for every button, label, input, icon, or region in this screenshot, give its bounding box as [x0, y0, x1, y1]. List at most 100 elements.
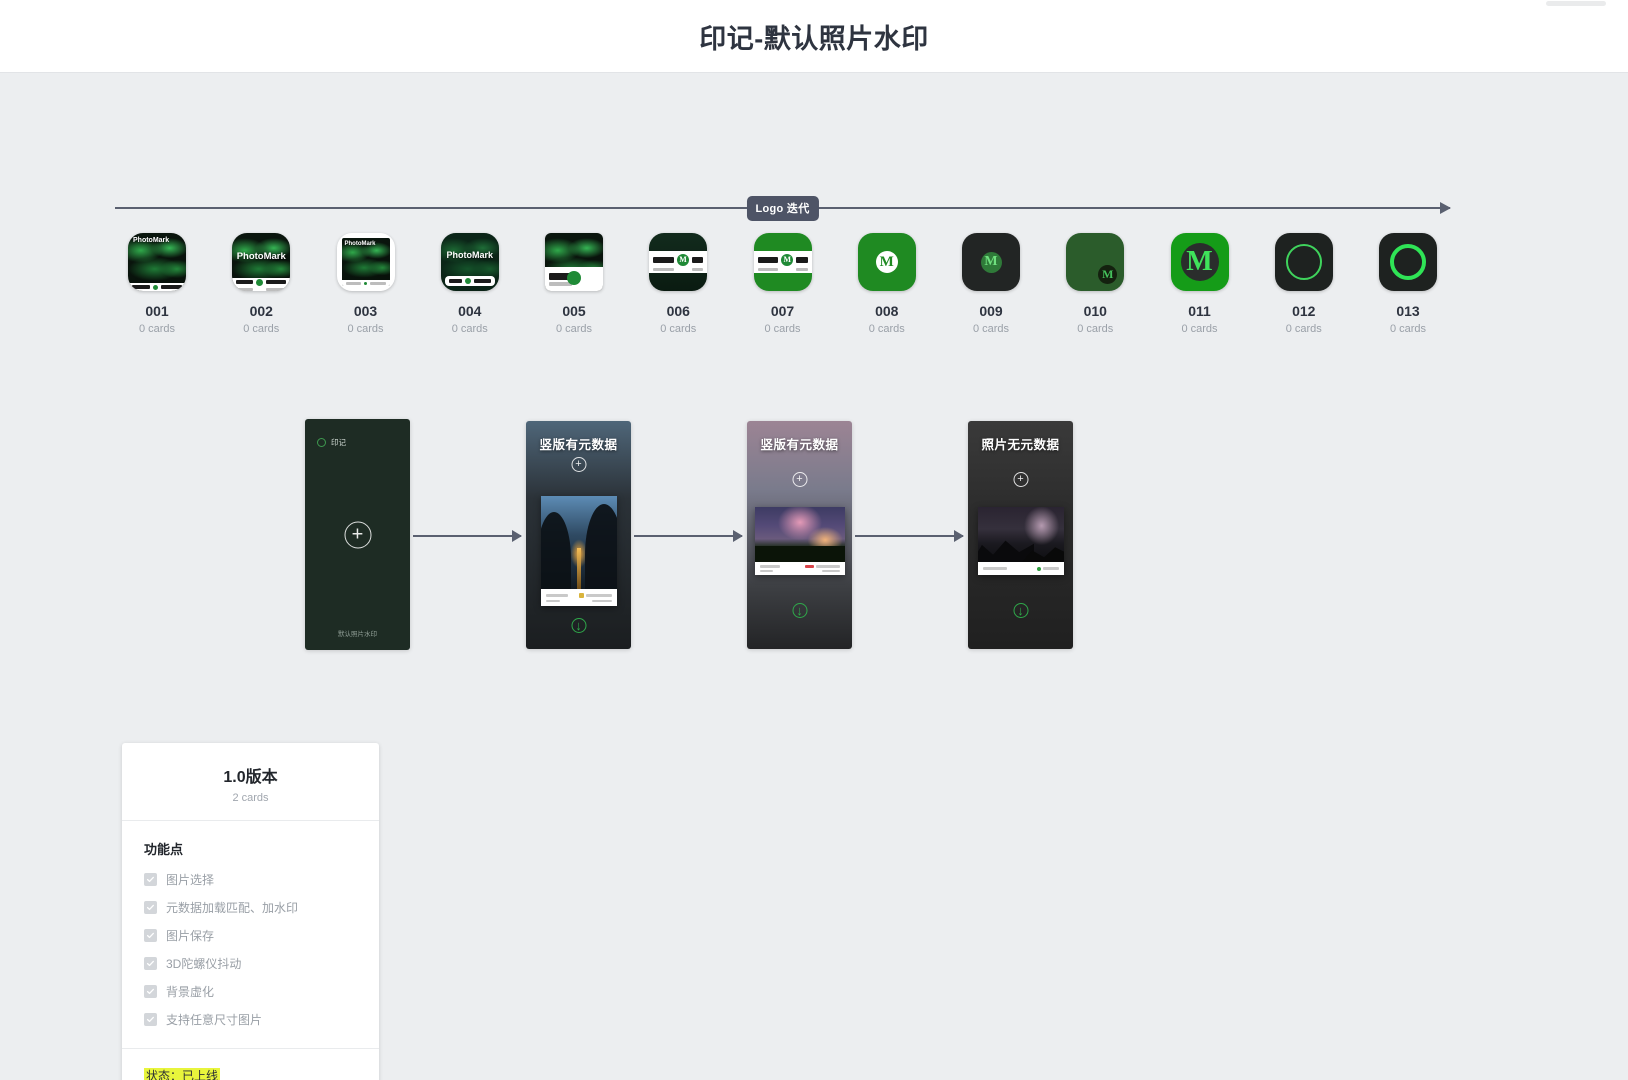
logo-cards-010: 0 cards	[1077, 323, 1114, 335]
download-icon[interactable]: ↓	[792, 603, 807, 618]
logo-tile-008[interactable]: M	[857, 233, 916, 291]
app-header: 印记-默认照片水印	[0, 0, 1628, 72]
checkbox-checked-icon[interactable]	[144, 873, 157, 886]
feature-label: 支持任意尺寸图片	[166, 1013, 263, 1027]
logo-name-004: 004	[458, 303, 482, 319]
feature-item[interactable]: 背景虚化	[144, 983, 357, 1000]
logo-cards-007: 0 cards	[764, 323, 801, 335]
logo-tile-010[interactable]: M	[1066, 233, 1125, 291]
logo-tile-001[interactable]: PhotoMark	[128, 233, 186, 291]
ring-icon	[1390, 244, 1426, 280]
flow-arrow-3	[855, 530, 964, 542]
logo-wordmark-003: PhotoMark	[344, 241, 376, 247]
flow-screen-portrait-meta-2[interactable]: 竖版有元数据 +	[747, 421, 852, 649]
logo-tile-005[interactable]	[545, 233, 603, 291]
checkbox-checked-icon[interactable]	[144, 985, 157, 998]
home-footer-label: 默认照片水印	[338, 631, 377, 638]
logo-item-007[interactable]: M 007 0 cards	[741, 233, 825, 335]
logo-item-001[interactable]: PhotoMark 001 0 cards	[115, 233, 199, 335]
logo-tile-002[interactable]: PhotoMark	[232, 233, 291, 291]
logo-item-005[interactable]: 005 0 cards	[532, 233, 616, 335]
logo-cards-003: 0 cards	[347, 323, 384, 335]
checkbox-checked-icon[interactable]	[144, 1013, 157, 1026]
logo-tile-004[interactable]: PhotoMark	[440, 233, 499, 291]
logo-name-008: 008	[875, 303, 899, 319]
logo-item-009[interactable]: M 009 0 cards	[949, 233, 1033, 335]
feature-label: 背景虚化	[166, 985, 215, 999]
logo-name-013: 013	[1396, 303, 1420, 319]
logo-cards-011: 0 cards	[1181, 323, 1218, 335]
plus-icon[interactable]: +	[1013, 472, 1028, 487]
watermark-bar	[545, 267, 603, 291]
status-badge: 状态：已上线	[144, 1068, 221, 1080]
feature-item[interactable]: 元数据加载匹配、加水印	[144, 899, 357, 916]
screen-title: 照片无元数据	[981, 438, 1060, 452]
logo-name-005: 005	[562, 303, 586, 319]
logo-name-007: 007	[770, 303, 795, 319]
logo-tile-003[interactable]: PhotoMark	[336, 233, 395, 291]
logo-item-006[interactable]: M 006 0 cards	[636, 233, 720, 335]
version-cards-count: 2 cards	[232, 792, 269, 804]
m-badge-icon: M	[875, 251, 898, 273]
home-brand-label: 印记	[331, 438, 346, 447]
watermark-bar	[444, 276, 495, 286]
app-flow-section: 印记 + 默认照片水印 竖版有元数据 +	[0, 73, 1628, 1080]
plus-icon[interactable]: +	[344, 521, 371, 548]
logo-item-003[interactable]: PhotoMark 003 0 cards	[324, 233, 408, 335]
plus-icon[interactable]: +	[571, 457, 586, 472]
feature-list-section: 功能点 图片选择 元数据加载匹配、加水印 图片保存	[122, 821, 379, 1049]
photo-metadata-bar	[755, 562, 845, 575]
m-badge-icon: M	[677, 253, 690, 266]
logo-name-009: 009	[979, 303, 1003, 319]
checkbox-checked-icon[interactable]	[144, 957, 157, 970]
logo-item-012[interactable]: 012 0 cards	[1262, 233, 1346, 335]
board-canvas[interactable]: Logo 迭代 PhotoMark 001 0 cards	[0, 72, 1628, 1080]
logo-tile-012[interactable]	[1274, 233, 1333, 291]
feature-item[interactable]: 支持任意尺寸图片	[144, 1011, 357, 1028]
logo-name-003: 003	[353, 303, 378, 319]
version-card[interactable]: 1.0版本 2 cards 功能点 图片选择 元数据加载匹配、加水印	[122, 743, 379, 1080]
flow-arrow-1	[413, 530, 522, 542]
logo-name-001: 001	[145, 303, 169, 319]
plus-icon[interactable]: +	[792, 472, 807, 487]
leaf-artwork	[341, 238, 390, 286]
logo-item-010[interactable]: M 010 0 cards	[1053, 233, 1137, 335]
m-badge-icon: M	[980, 251, 1002, 273]
logo-item-004[interactable]: PhotoMark 004 0 cards	[428, 233, 512, 335]
feature-item[interactable]: 图片选择	[144, 871, 357, 888]
flow-arrow-2	[634, 530, 743, 542]
logo-tile-013[interactable]	[1379, 233, 1437, 291]
flow-screen-no-meta[interactable]: 照片无元数据 + ↓	[968, 421, 1073, 649]
logo-item-002[interactable]: PhotoMark 002	[219, 233, 303, 335]
m-badge-icon: M	[1098, 265, 1118, 284]
feature-item[interactable]: 3D陀螺仪抖动	[144, 955, 357, 972]
logo-tile-009[interactable]: M	[962, 233, 1020, 291]
version-card-header: 1.0版本 2 cards	[122, 743, 379, 821]
screen-title: 竖版有元数据	[760, 438, 839, 452]
checkbox-checked-icon[interactable]	[144, 901, 157, 914]
brand-ring-icon	[317, 438, 326, 447]
flow-screen-portrait-meta-1[interactable]: 竖版有元数据 +	[526, 421, 631, 649]
download-icon[interactable]: ↓	[1013, 603, 1028, 618]
watermark-bar	[341, 280, 390, 286]
logo-wordmark-002: PhotoMark	[236, 251, 286, 262]
checkbox-checked-icon[interactable]	[144, 929, 157, 942]
logo-item-011[interactable]: M 011 0 cards	[1158, 233, 1242, 335]
logo-item-008[interactable]: M 008 0 cards	[845, 233, 929, 335]
version-card-footer: 状态：已上线	[122, 1049, 379, 1080]
logo-tile-007[interactable]: M	[753, 233, 812, 291]
logo-wordmark-001: PhotoMark	[133, 237, 170, 244]
logo-item-013[interactable]: 013 0 cards	[1366, 233, 1450, 335]
logo-cards-006: 0 cards	[660, 323, 697, 335]
logo-tile-006[interactable]: M	[649, 233, 708, 291]
vertical-scrollbar[interactable]	[1546, 1, 1606, 6]
logo-name-012: 012	[1292, 303, 1316, 319]
logo-tile-011[interactable]: M	[1170, 233, 1229, 291]
logo-name-010: 010	[1083, 303, 1107, 319]
flow-screen-home[interactable]: 印记 + 默认照片水印	[305, 419, 410, 650]
logo-wordmark-004: PhotoMark	[446, 250, 493, 260]
timeline-arrow-icon	[1440, 202, 1451, 214]
feature-item[interactable]: 图片保存	[144, 927, 357, 944]
photo-preview	[541, 496, 617, 606]
download-icon[interactable]: ↓	[571, 618, 586, 633]
